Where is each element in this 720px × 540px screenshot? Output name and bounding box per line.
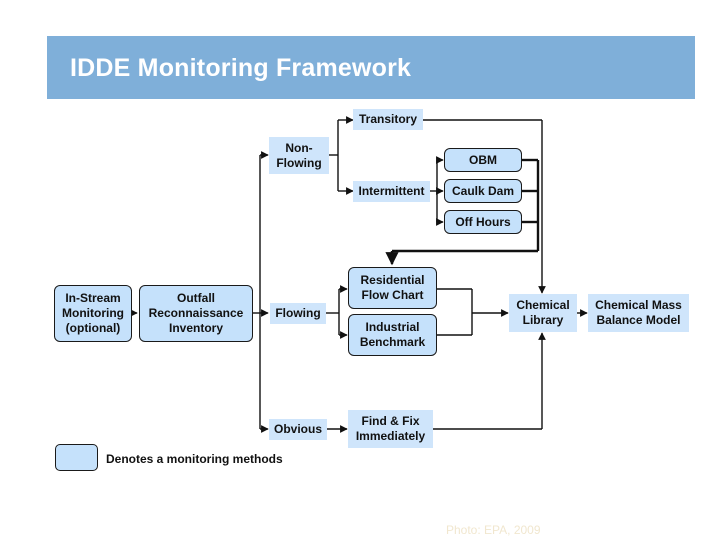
node-obvious: Obvious [269,419,327,440]
node-obm: OBM [444,148,522,172]
legend-text: Denotes a monitoring methods [106,452,283,466]
node-intermittent: Intermittent [353,181,430,202]
node-off-hours: Off Hours [444,210,522,234]
node-outfall-reconnaissance: Outfall Reconnaissance Inventory [139,285,253,342]
photo-credit: Photo: EPA, 2009 [446,523,541,537]
node-non-flowing: Non- Flowing [269,137,329,174]
node-chemical-mass-balance: Chemical Mass Balance Model [588,294,689,332]
node-find-and-fix: Find & Fix Immediately [348,410,433,448]
legend-swatch [55,444,98,471]
node-residential-flow-chart: Residential Flow Chart [348,267,437,309]
title-banner: IDDE Monitoring Framework [47,36,695,99]
page-title: IDDE Monitoring Framework [70,54,412,82]
node-in-stream-monitoring: In-Stream Monitoring (optional) [54,285,132,342]
node-transitory: Transitory [353,109,423,130]
node-caulk-dam: Caulk Dam [444,179,522,203]
node-industrial-benchmark: Industrial Benchmark [348,314,437,356]
node-chemical-library: Chemical Library [509,294,577,332]
node-flowing: Flowing [270,303,326,324]
